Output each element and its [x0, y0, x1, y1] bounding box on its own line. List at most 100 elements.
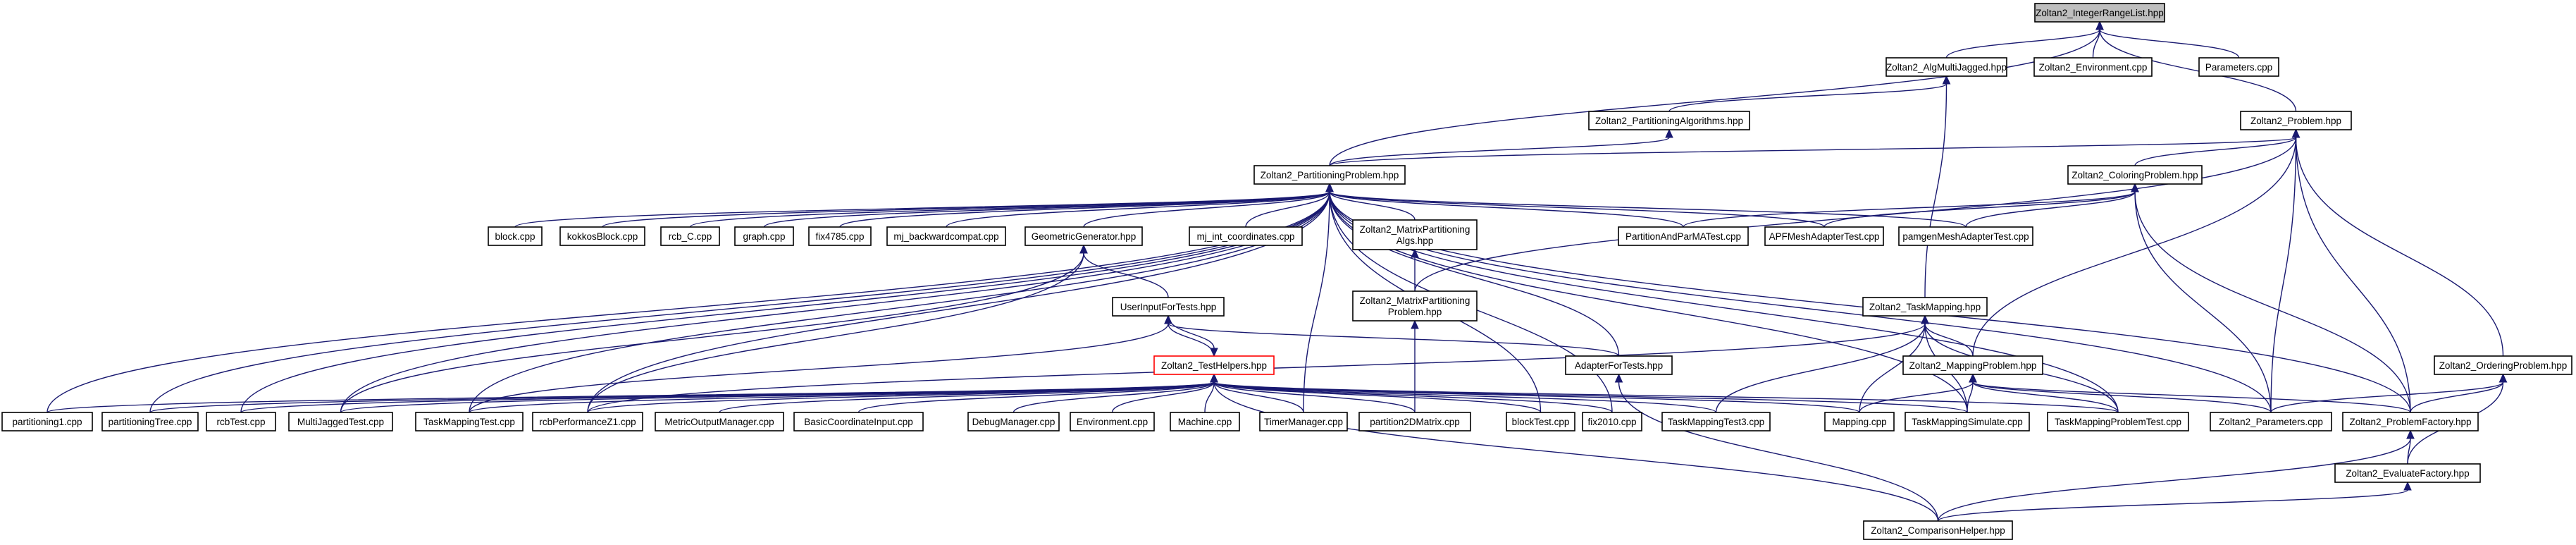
node-box — [1898, 226, 2033, 246]
node-label: Zoltan2_IntegerRangeList.hpp — [2036, 8, 2164, 18]
node-partprob[interactable]: Zoltan2_PartitioningProblem.hpp — [1253, 165, 1406, 185]
node-label: partitioning1.cpp — [12, 417, 82, 427]
edge-n_userinput-to-n_testhelp — [1168, 315, 1215, 349]
edge-n_partprob-to-n_root — [1329, 29, 2100, 166]
node-box — [1885, 57, 2007, 77]
edge-n_fix4785-to-n_partprob — [839, 191, 1330, 228]
node-block[interactable]: block.cpp — [488, 226, 543, 246]
arrowhead-n_userinput-to-n_testhelp — [1210, 348, 1218, 357]
node-mapping[interactable]: Mapping.cpp — [1824, 412, 1895, 431]
node-rcbperf[interactable]: rcbPerformanceZ1.cpp — [532, 412, 643, 431]
node-params[interactable]: Parameters.cpp — [2198, 57, 2279, 77]
node-mjtest[interactable]: MultiJaggedTest.cpp — [288, 412, 393, 431]
node-rcbc[interactable]: rcb_C.cpp — [660, 226, 720, 246]
node-metric[interactable]: MetricOutputManager.cpp — [655, 412, 784, 431]
node-problem[interactable]: Zoltan2_Problem.hpp — [2240, 111, 2352, 130]
node-kokkos[interactable]: kokkosBlock.cpp — [559, 226, 645, 246]
node-fix2010[interactable]: fix2010.cpp — [1582, 412, 1642, 431]
node-adapter[interactable]: AdapterForTests.hpp — [1565, 355, 1673, 375]
edge-n_machine-to-n_testhelp — [1204, 381, 1215, 413]
node-apf[interactable]: APFMeshAdapterTest.cpp — [1764, 226, 1884, 246]
node-z2params[interactable]: Zoltan2_Parameters.cpp — [2210, 412, 2332, 431]
node-mjback[interactable]: mj_backwardcompat.cpp — [886, 226, 1006, 246]
node-partalgs[interactable]: Zoltan2_PartitioningAlgorithms.hpp — [1588, 111, 1750, 130]
node-geomgen[interactable]: GeometricGenerator.hpp — [1024, 226, 1143, 246]
edge-n_taskmap-to-n_algmj — [1924, 83, 1948, 298]
node-box — [793, 412, 924, 431]
edge-n_tmtest-to-n_userinput — [469, 323, 1169, 413]
node-mjint[interactable]: mj_int_coordinates.cpp — [1189, 226, 1303, 246]
node-mapprob[interactable]: Zoltan2_MappingProblem.hpp — [1902, 355, 2043, 375]
node-box — [1902, 355, 2043, 375]
edge-n_compare-to-n_testhelp — [1213, 381, 1939, 522]
node-box — [967, 412, 1060, 431]
node-probfact[interactable]: Zoltan2_ProblemFactory.hpp — [2342, 412, 2479, 431]
node-debug[interactable]: DebugManager.cpp — [967, 412, 1060, 431]
node-box — [1024, 226, 1143, 246]
node-env[interactable]: Zoltan2_Environment.cpp — [2033, 57, 2153, 77]
node-basic[interactable]: BasicCoordinateInput.cpp — [793, 412, 924, 431]
edge-n_probfact-to-n_problem — [2295, 137, 2411, 413]
node-tmtest[interactable]: TaskMappingTest.cpp — [415, 412, 524, 431]
edge-n_tmprobtest-to-n_mapprob — [1972, 381, 2119, 413]
edge-n_timer-to-n_partprob — [1303, 191, 1330, 413]
node-label: Problem.hpp — [1388, 307, 1442, 317]
node-userinput[interactable]: UserInputForTests.hpp — [1112, 297, 1225, 317]
node-orderprob[interactable]: Zoltan2_OrderingProblem.hpp — [2434, 355, 2572, 375]
node-tmtest3[interactable]: TaskMappingTest3.cpp — [1661, 412, 1771, 431]
node-label: Zoltan2_TaskMapping.hpp — [1869, 302, 1981, 312]
node-parttree[interactable]: partitioningTree.cpp — [101, 412, 199, 431]
node-colorprob[interactable]: Zoltan2_ColoringProblem.hpp — [2067, 165, 2203, 185]
node-label: rcb_C.cpp — [669, 231, 712, 242]
node-pamgen[interactable]: pamgenMeshAdapterTest.cpp — [1898, 226, 2033, 246]
node-machine[interactable]: Machine.cpp — [1170, 412, 1240, 431]
arrowhead-n_compare-to-n_probfact — [2406, 429, 2415, 439]
edge-n_probfact-to-n_colorprob — [2134, 191, 2411, 413]
edge-n_mjtest-to-n_geomgen — [340, 252, 1084, 413]
node-label: partitioningTree.cpp — [109, 417, 192, 427]
node-tmprobtest[interactable]: TaskMappingProblemTest.cpp — [2047, 412, 2189, 431]
node-part1[interactable]: partitioning1.cpp — [1, 412, 93, 431]
arrowhead-n_userinput-to-n_geomgen — [1079, 244, 1088, 254]
edge-n_probfact-to-n_orderprob — [2410, 381, 2504, 413]
node-timer[interactable]: TimerManager.cpp — [1259, 412, 1348, 431]
node-graph[interactable]: graph.cpp — [734, 226, 794, 246]
node-label: Zoltan2_MappingProblem.hpp — [1909, 360, 2037, 371]
node-compare[interactable]: Zoltan2_ComparisonHelper.hpp — [1863, 520, 2013, 540]
arrowhead-n_matprob-to-n_matalgs — [1411, 248, 1419, 258]
edge-n_envcpp-to-n_testhelp — [1111, 381, 1215, 413]
node-taskmap[interactable]: Zoltan2_TaskMapping.hpp — [1862, 297, 1988, 317]
edge-n_orderprob-to-n_problem — [2295, 137, 2504, 357]
node-fix4785[interactable]: fix4785.cpp — [808, 226, 872, 246]
node-algmj[interactable]: Zoltan2_AlgMultiJagged.hpp — [1885, 57, 2007, 77]
node-blocktest[interactable]: blockTest.cpp — [1506, 412, 1575, 431]
node-label: graph.cpp — [743, 231, 785, 242]
node-box — [1588, 111, 1750, 130]
node-label: Zoltan2_Parameters.cpp — [2219, 417, 2323, 427]
edge-n_algmj-to-n_root — [1945, 29, 2100, 59]
node-rcbtest[interactable]: rcbTest.cpp — [206, 412, 276, 431]
node-root[interactable]: Zoltan2_IntegerRangeList.hpp — [2034, 3, 2165, 23]
node-tmsim[interactable]: TaskMappingSimulate.cpp — [1905, 412, 2030, 431]
node-box — [1352, 290, 1478, 322]
arrowhead-n_compare-to-n_testhelp — [1210, 373, 1218, 383]
arrowhead-n_part2d-to-n_matprob — [1411, 319, 1419, 329]
node-evalfact[interactable]: Zoltan2_EvaluateFactory.hpp — [2334, 463, 2481, 483]
node-label: UserInputForTests.hpp — [1120, 302, 1217, 312]
node-testhelp[interactable]: Zoltan2_TestHelpers.hpp — [1153, 355, 1275, 375]
arrowhead-n_compare-to-n_evalfact — [2403, 481, 2412, 491]
node-box — [1153, 355, 1275, 375]
node-box — [1862, 297, 1988, 317]
node-part2d[interactable]: partition2DMatrix.cpp — [1358, 412, 1471, 431]
node-box — [1358, 412, 1471, 431]
node-pandp[interactable]: PartitionAndParMATest.cpp — [1618, 226, 1749, 246]
edge-n_mapping-to-n_taskmap — [1859, 323, 1926, 413]
node-label: TimerManager.cpp — [1264, 417, 1343, 427]
node-box — [1863, 520, 2013, 540]
arrowhead-n_taskmap-to-n_algmj — [1942, 75, 1951, 85]
node-envcpp[interactable]: Environment.cpp — [1070, 412, 1155, 431]
arrowhead-n_partprob-to-n_partalgs — [1665, 128, 1673, 138]
node-label: Zoltan2_Environment.cpp — [2039, 62, 2148, 73]
